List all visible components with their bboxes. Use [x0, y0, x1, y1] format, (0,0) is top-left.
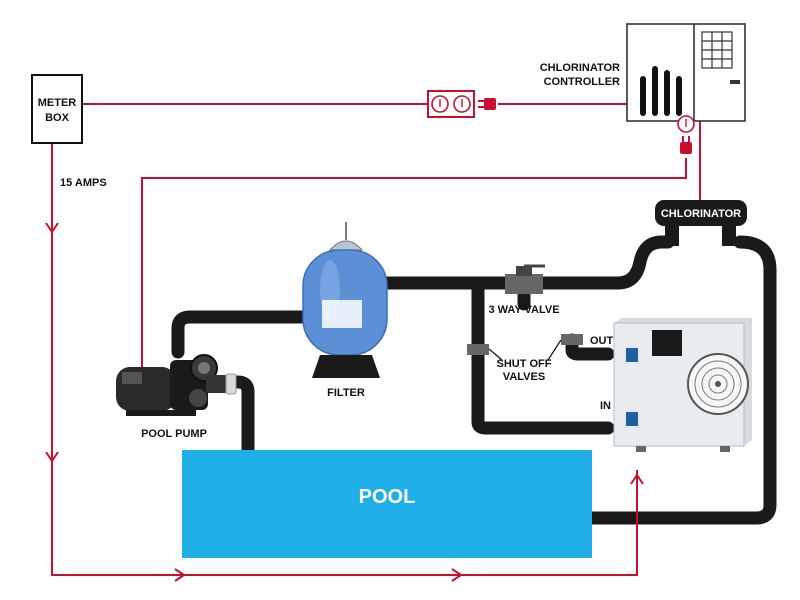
three-way-valve: 3 WAY VALVE	[488, 264, 560, 316]
amps-label: 15 AMPS	[60, 177, 107, 189]
plug-icon	[478, 98, 496, 110]
chlorinator-label: CHLORINATOR	[661, 208, 741, 220]
pipe-chlorinator-return	[585, 235, 777, 525]
arrow-right-1	[174, 568, 186, 582]
arrow-down-1	[45, 222, 59, 234]
pool: POOL	[182, 450, 592, 558]
arrow-up-1	[630, 473, 644, 485]
pipe-bypass-loop	[471, 276, 615, 435]
wire-meter-to-heatpump	[51, 143, 638, 576]
pipe-out-connection	[565, 333, 615, 361]
pipe-valve-to-chlorinator	[536, 235, 675, 290]
filter: FILTER	[302, 222, 388, 399]
filter-label: FILTER	[327, 387, 365, 399]
pool-pump-label: POOL PUMP	[141, 428, 207, 440]
meter-box: METER BOX	[31, 74, 83, 144]
wire-controller-to-pump	[141, 158, 687, 368]
shutoff-label-line1: SHUT OFF	[497, 358, 552, 370]
pipe-pool-to-pump	[215, 375, 255, 459]
arrow-right-2	[451, 568, 463, 582]
shutoff-valve-left	[467, 344, 489, 355]
controller-label-line2: CONTROLLER	[544, 76, 620, 88]
wires	[45, 103, 701, 582]
shutoff-label-line2: VALVES	[503, 371, 545, 383]
controller-plug-icon	[680, 136, 692, 154]
pipe-pump-to-filter	[171, 310, 319, 359]
meter-box-label-line2: BOX	[45, 112, 70, 124]
arrow-down-2	[45, 451, 59, 463]
meter-box-label-line1: METER	[38, 97, 77, 109]
controller-label-line1: CHLORINATOR	[540, 62, 620, 74]
chlorinator-controller	[626, 23, 746, 133]
chlorinator-cell: CHLORINATOR	[655, 200, 747, 246]
pool-label: POOL	[359, 486, 416, 508]
heat-pump	[613, 318, 752, 452]
shutoff-valve-right	[561, 334, 583, 345]
pool-pump: POOL PUMP	[116, 354, 237, 440]
controller-keypad	[701, 31, 733, 69]
three-way-valve-label: 3 WAY VALVE	[488, 304, 559, 316]
double-outlet	[427, 90, 475, 118]
out-label: OUT	[590, 335, 614, 347]
in-label: IN	[600, 400, 611, 412]
shutoff-valves: SHUT OFF VALVES	[467, 334, 583, 383]
